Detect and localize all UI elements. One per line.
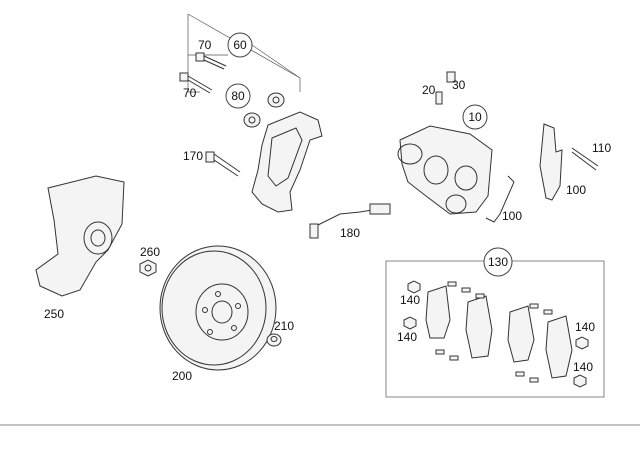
brake-pad-2 [465,295,493,359]
guide-bracket-100 [539,123,563,201]
brake-pad-3 [507,305,535,363]
label-30: 30 [452,78,466,92]
label-200: 200 [172,369,192,383]
dust-shield [35,175,125,297]
bolt-140-c [575,336,589,350]
wear-sensor [309,203,391,239]
nut-260 [139,259,157,277]
cap-30 [446,71,456,83]
svg-text:80: 80 [231,89,245,103]
bolt-140-a [407,280,421,294]
svg-text:60: 60 [233,38,247,52]
guide-pin-110 [571,147,599,171]
label-70-lower: 70 [183,86,197,100]
pad-clips [435,281,553,383]
bolt-70-lower [179,72,213,94]
label-170: 170 [183,149,203,163]
brake-pad-4 [545,315,573,379]
label-140-d: 140 [573,360,593,374]
label-180: 180 [340,226,360,240]
bolt-140-b [403,316,417,330]
brake-disc [159,245,277,371]
spring-clip [485,175,515,223]
bolt-140-d [573,374,587,388]
svg-text:130: 130 [488,255,508,269]
bolt-170 [205,151,241,177]
label-140-b: 140 [397,330,417,344]
brake-caliper [397,125,493,215]
label-110: 110 [592,141,611,155]
label-100-right: 100 [566,183,586,197]
screw-210 [266,333,282,347]
bushing-80-b [243,112,261,128]
bolt-70-upper [195,52,227,70]
label-210: 210 [274,319,294,333]
label-260: 260 [140,245,160,259]
caliper-bracket [251,111,323,213]
callout-130: 130 [483,247,513,277]
pad-set-box [385,260,605,398]
label-140-c: 140 [575,320,595,334]
brake-pad-1 [425,285,451,339]
bushing-80-a [267,92,285,108]
callout-80: 80 [225,83,251,109]
label-20: 20 [422,83,436,97]
label-70-upper: 70 [198,38,212,52]
bleed-screw-20 [435,91,443,105]
label-140-a: 140 [400,293,420,307]
svg-text:10: 10 [468,110,482,124]
callout-10: 10 [462,104,488,130]
label-250: 250 [44,307,64,321]
label-100-clip: 100 [502,209,522,223]
callout-60: 60 [227,32,253,58]
